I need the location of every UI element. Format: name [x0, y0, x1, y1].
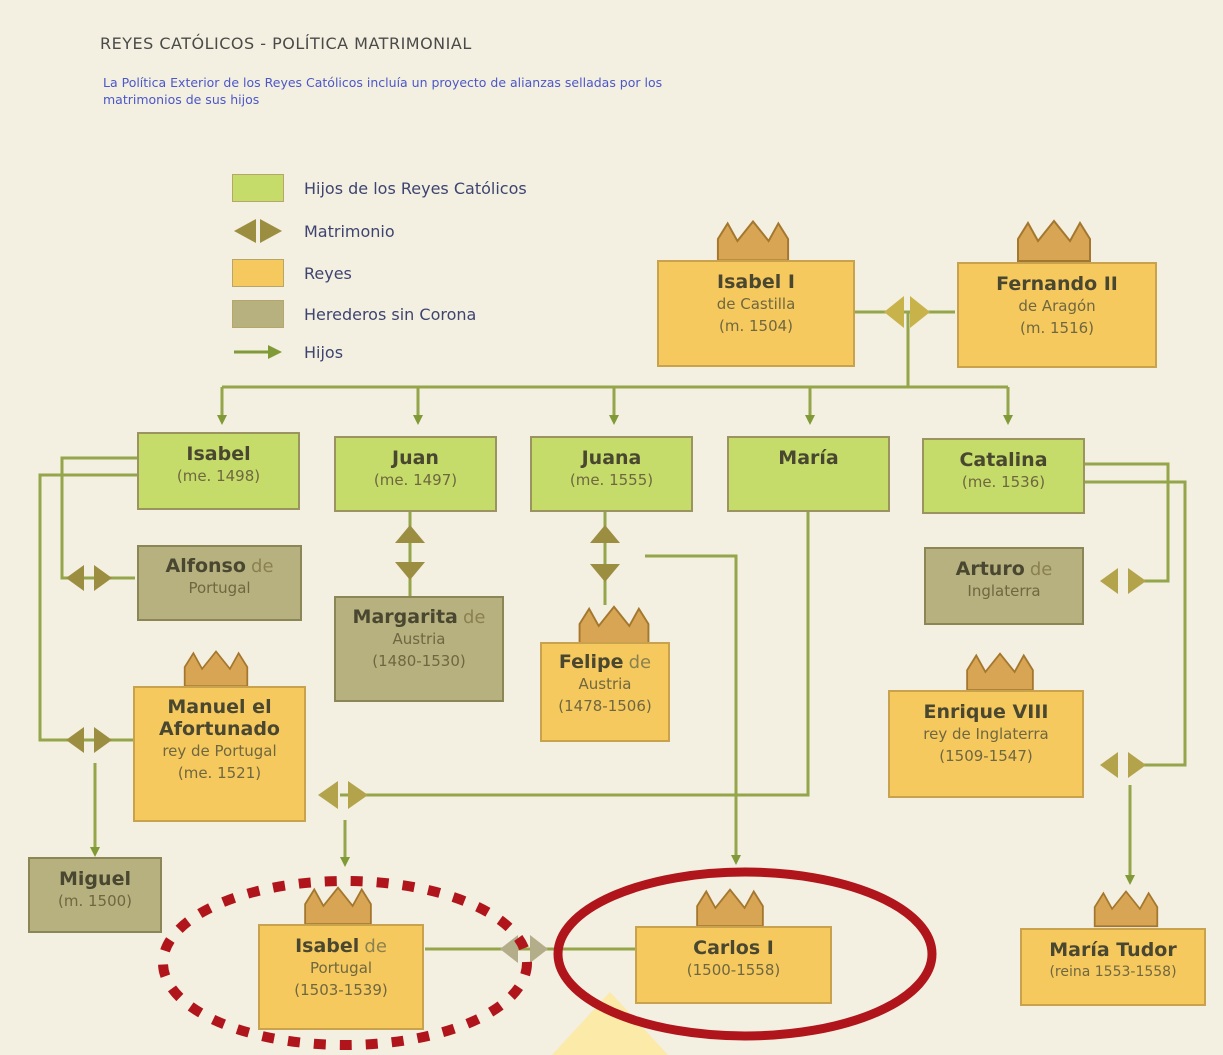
box-fernando-ii: Fernando II de Aragón (m. 1516) [957, 262, 1157, 368]
crown-icon [696, 888, 764, 928]
page-title: REYES CATÓLICOS - POLÍTICA MATRIMONIAL [100, 34, 472, 53]
legend-swatch-heirs [232, 300, 284, 328]
legend-heirs: Herederos sin Corona [232, 300, 476, 328]
box-margarita: Margarita de Austria (1480-1530) [334, 596, 504, 702]
page-subtitle: La Política Exterior de los Reyes Católi… [103, 75, 663, 107]
box-isabel-i: Isabel I de Castilla (m. 1504) [657, 260, 855, 367]
crown-icon [966, 652, 1034, 692]
box-isabel-de-portugal: Isabel de Portugal (1503-1539) [258, 924, 424, 1030]
legend-marriage: Matrimonio [232, 217, 395, 245]
box-catalina: Catalina (me. 1536) [922, 438, 1085, 514]
box-maria: María [727, 436, 890, 512]
box-miguel: Miguel (m. 1500) [28, 857, 162, 933]
crown-icon [183, 650, 249, 688]
box-manuel: Manuel el Afortunado rey de Portugal (me… [133, 686, 306, 822]
crown-icon [1017, 219, 1091, 262]
box-arturo: Arturo de Inglaterra [924, 547, 1084, 625]
legend-kings: Reyes [232, 259, 352, 287]
arrow-icon [232, 342, 284, 362]
box-juan: Juan (me. 1497) [334, 436, 497, 512]
legend-children: Hijos de los Reyes Católicos [232, 174, 527, 202]
box-felipe: Felipe de Austria (1478-1506) [540, 642, 670, 742]
box-enrique: Enrique VIII rey de Inglaterra (1509-154… [888, 690, 1084, 798]
box-carlos-i: Carlos I (1500-1558) [635, 926, 832, 1004]
legend-swatch-children [232, 174, 284, 202]
box-maria-tudor: María Tudor (reina 1553-1558) [1020, 928, 1206, 1006]
crown-icon [716, 219, 790, 262]
box-alfonso: Alfonso de Portugal [137, 545, 302, 621]
box-isabel: Isabel (me. 1498) [137, 432, 300, 510]
crown-icon [304, 886, 372, 926]
box-juana: Juana (me. 1555) [530, 436, 693, 512]
crown-icon [578, 605, 650, 647]
legend-swatch-kings [232, 259, 284, 287]
legend-offspring: Hijos [232, 342, 343, 362]
marriage-icon [232, 217, 284, 245]
crown-icon [1093, 890, 1159, 928]
